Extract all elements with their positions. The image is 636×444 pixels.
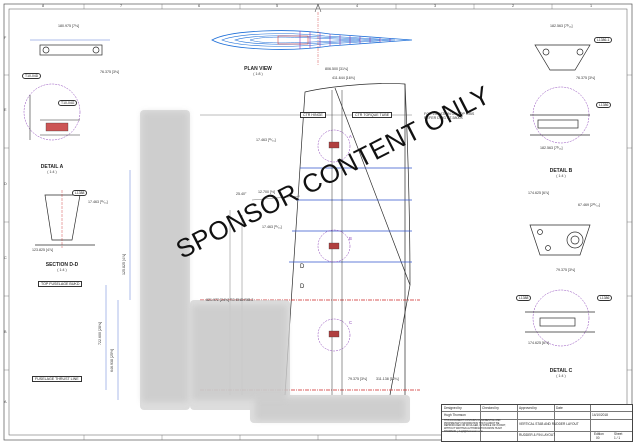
left-top-part <box>30 39 110 56</box>
dimension-label: 806.500 [31¾] <box>325 67 348 71</box>
part-callout: L1386 <box>596 102 612 108</box>
rib-location-note: FOR LOCATION OF TOP RIBS REFER DWG XT-58… <box>424 112 475 121</box>
detail-c-title: DETAIL C <box>549 368 573 374</box>
dimension-label: 411.644 [16⅛] <box>332 76 355 80</box>
date-label: Date <box>556 406 563 410</box>
detail-marker: B <box>349 236 352 241</box>
ctr-hinge-tag: CTR HINGE <box>300 112 326 118</box>
section-marker: D <box>300 284 305 290</box>
part-callout: T10-04G <box>58 100 78 106</box>
dimension-label: 79.375 [3⅛] <box>556 268 575 272</box>
grid-col-label: 3 <box>434 4 437 8</box>
grid-col-label: 7 <box>120 4 123 8</box>
redacted-region <box>192 305 287 400</box>
section-dd-scale: ( 1:4 ) <box>57 268 67 272</box>
grid-col-label: 5 <box>276 4 279 8</box>
sheet-label: Sheet <box>614 432 623 436</box>
grid-row-label: A <box>4 400 7 404</box>
part-callout: L1388 <box>516 295 532 301</box>
dimension-label: 12.700 [½] <box>258 190 275 194</box>
detail-b-title: DETAIL B <box>549 168 573 174</box>
dimension-label: 76.375 [3⅛] <box>576 76 595 80</box>
dimension-label: 76.375 [3⅛] <box>100 70 119 74</box>
designed-by-label: Designed by <box>444 406 462 410</box>
plan-view-scale: ( 1:8 ) <box>253 72 263 76</box>
dimension-label: 646.938 [25½] <box>110 349 114 372</box>
confidential-notice: THIS DOCUMENT CONTAINS CONFIDENTIAL AND … <box>444 419 506 433</box>
dimension-label: 123.825 [4⅞] <box>32 248 53 252</box>
grid-col-label: 4 <box>356 4 359 8</box>
dimension-label: 67.469 [2²¹⁄₃₂] <box>578 203 600 207</box>
grid-row-label: C <box>4 256 7 260</box>
part-callout: L1386 <box>597 295 613 301</box>
section-marker: D <box>300 264 305 270</box>
detail-a-scale: ( 1:4 ) <box>47 170 57 174</box>
detail-c-scale: ( 1:4 ) <box>556 374 566 378</box>
dimension-label: 125.825 [4⅞] <box>122 254 126 275</box>
detail-a-title: DETAIL A <box>40 164 64 170</box>
grid-row-label: F <box>4 36 7 40</box>
dimension-label: 79.375 [3⅛] <box>348 377 367 381</box>
plan-view-airfoil <box>211 3 413 66</box>
dimension-label: 722.600 [28⅝] <box>98 322 102 345</box>
part-callout: L1386-1 <box>594 37 613 43</box>
dimension-label: 182.563 [7³⁄₁₆] <box>550 24 573 28</box>
detail-marker: C <box>349 320 353 325</box>
section-dd-shape <box>35 190 95 248</box>
dimension-label: 182.563 [7³⁄₁₆] <box>540 146 563 150</box>
redacted-region <box>142 112 188 402</box>
fuselage-thrust-tag: FUSELAGE THRUST LINE <box>32 376 82 382</box>
detail-b-part <box>530 44 591 136</box>
designed-by: Hugh Thomson <box>444 413 466 417</box>
grid-col-label: 2 <box>512 4 515 8</box>
grid-row-label: D <box>4 182 7 186</box>
approved-by-label: Approved by <box>519 406 537 410</box>
edition-label: Edition <box>594 432 604 436</box>
dimension-label: 17.463 [¹¹⁄₁₆] <box>262 225 282 229</box>
edition-value: 00 <box>596 436 600 440</box>
plan-view-title: PLAN VIEW <box>244 66 272 72</box>
grid-row-label: E <box>4 108 7 112</box>
redacted-region <box>255 398 405 420</box>
dimension-label: 621.972 [24½] TO END RIB 2 <box>206 298 254 302</box>
ctr-torque-tube-tag: CTR TORQUE TUBE <box>352 112 393 118</box>
part-callout: T10-04D <box>22 73 42 79</box>
checked-by-label: Checked by <box>482 406 499 410</box>
date-value: 14/10/2018 <box>592 413 608 417</box>
detail-c-part <box>525 224 595 333</box>
dimension-label: 174.625 [6⅞] <box>528 191 549 195</box>
section-dd-title: SECTION D-D <box>45 262 79 268</box>
dimension-label: 17.463 [¹¹⁄₁₆] <box>256 138 276 142</box>
dimension-label: 174.625 [6⅞] <box>528 341 549 345</box>
grid-col-label: 1 <box>590 4 593 8</box>
top-fuselage-tag: TOP FUSELAGE BUKD <box>38 281 83 287</box>
dimension-label: 311.138 [12¼] <box>376 377 399 381</box>
grid-col-label: 8 <box>42 4 45 8</box>
part-callout: L1388 <box>72 190 88 196</box>
title-block: Designed by Hugh Thomson Checked by Appr… <box>441 404 633 442</box>
detail-b-scale: ( 1:4 ) <box>556 174 566 178</box>
drawing-title: VERTICAL STAB AND RUDDER LAYOUT <box>519 422 579 426</box>
detail-marker: A <box>349 134 352 139</box>
angle-label: 25.40° <box>236 192 247 196</box>
drawing-desc: RUDDER & FIN LAYOUT <box>519 433 556 437</box>
dimension-label: 17.463 [¹¹⁄₁₆] <box>88 200 108 204</box>
sheet-value: 1 / 1 <box>614 436 621 440</box>
grid-col-label: 6 <box>198 4 201 8</box>
dimension-label: 180.975 [7⅛] <box>58 24 79 28</box>
grid-row-label: B <box>4 330 7 334</box>
